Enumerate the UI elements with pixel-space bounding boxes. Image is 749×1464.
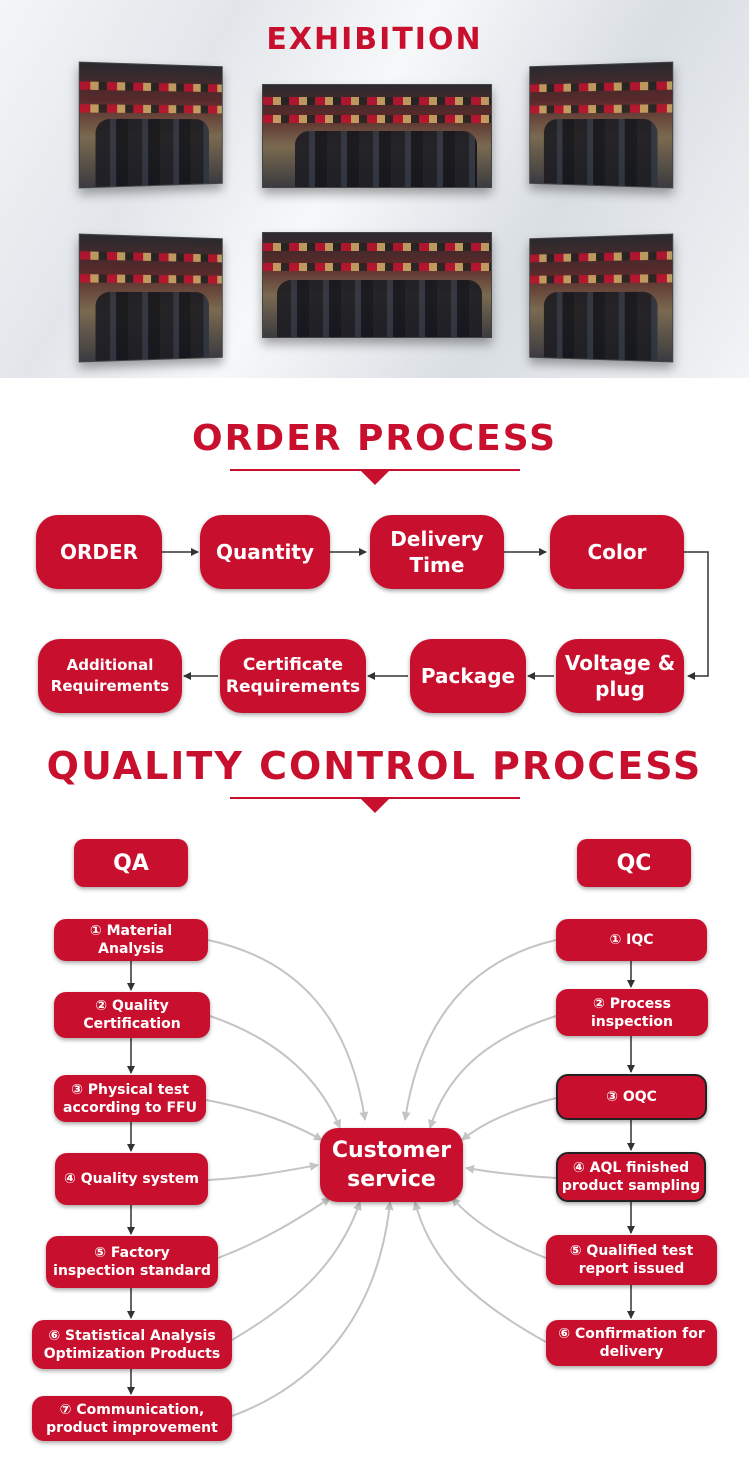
qa-step-material-analysis: ① Material Analysis — [54, 919, 208, 961]
order-step-quantity: Quantity — [200, 515, 330, 589]
qa-step-quality-certification: ② Quality Certification — [54, 992, 210, 1038]
booth-photo-5 — [262, 232, 492, 338]
qa-step-communication: ⑦ Communication, product improvement — [32, 1396, 232, 1441]
qc-title-notch — [360, 798, 390, 813]
qc-step-oqc: ③ OQC — [556, 1074, 707, 1120]
qa-header: QA — [74, 839, 188, 887]
qc-step-qualified-test: ⑤ Qualified test report issued — [546, 1235, 717, 1285]
order-process-title: ORDER PROCESS — [191, 418, 557, 459]
booth-photo-2 — [262, 84, 492, 188]
order-step-delivery-time: Delivery Time — [370, 515, 504, 589]
order-step-color: Color — [550, 515, 684, 589]
order-step-package: Package — [410, 639, 526, 713]
order-step-voltage-plug: Voltage & plug — [556, 639, 684, 713]
order-step-additional: Additional Requirements — [38, 639, 182, 713]
qc-step-process-inspection: ② Process inspection — [556, 989, 708, 1036]
exhibition-title: EXHIBITION — [266, 22, 483, 57]
qa-step-quality-system: ④ Quality system — [55, 1153, 208, 1205]
qa-step-physical-test: ③ Physical test according to FFU — [54, 1075, 206, 1122]
qc-step-confirmation: ⑥ Confirmation for delivery — [546, 1320, 717, 1366]
order-title-notch — [360, 470, 390, 485]
customer-service-hub: Customer service — [320, 1128, 463, 1202]
order-step-order: ORDER — [36, 515, 162, 589]
qa-step-statistical-analysis: ⑥ Statistical Analysis Optimization Prod… — [32, 1320, 232, 1369]
quality-control-title: QUALITY CONTROL PROCESS — [46, 744, 703, 788]
qc-step-iqc: ① IQC — [556, 919, 707, 961]
qc-header: QC — [577, 839, 691, 887]
order-step-certificate: Certificate Requirements — [220, 639, 366, 713]
qc-step-aql-sampling: ④ AQL finished product sampling — [556, 1152, 706, 1202]
qa-step-factory-inspection: ⑤ Factory inspection standard — [46, 1236, 218, 1288]
